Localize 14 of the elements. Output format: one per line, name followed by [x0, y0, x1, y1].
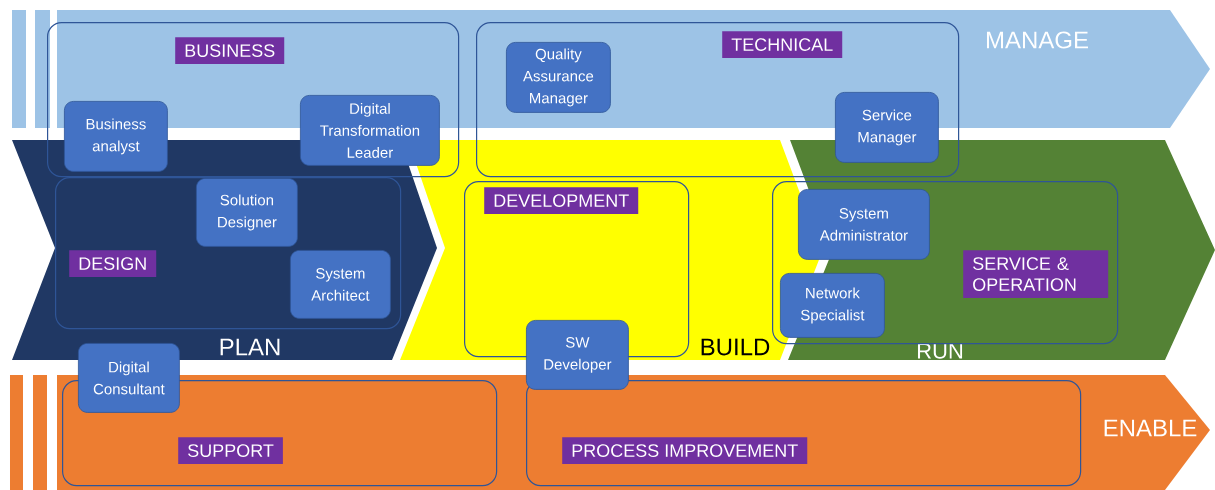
role-box: System Administrator: [798, 189, 930, 260]
role-box: Digital Consultant: [78, 343, 180, 413]
category-tag: PROCESS IMPROVEMENT: [562, 437, 808, 464]
category-tag: SERVICE & OPERATION: [963, 250, 1109, 298]
role-box: Network Specialist: [780, 273, 885, 338]
category-tag: TECHNICAL: [722, 31, 843, 58]
category-tag: DESIGN: [69, 250, 157, 277]
category-tag: DEVELOPMENT: [484, 187, 639, 214]
category-tag: SUPPORT: [178, 437, 283, 464]
category-tag: BUSINESS: [175, 37, 285, 64]
role-box: SW Developer: [526, 320, 629, 390]
role-box: Solution Designer: [196, 178, 298, 247]
role-box: System Architect: [290, 250, 391, 319]
role-box: Quality Assurance Manager: [506, 42, 611, 113]
